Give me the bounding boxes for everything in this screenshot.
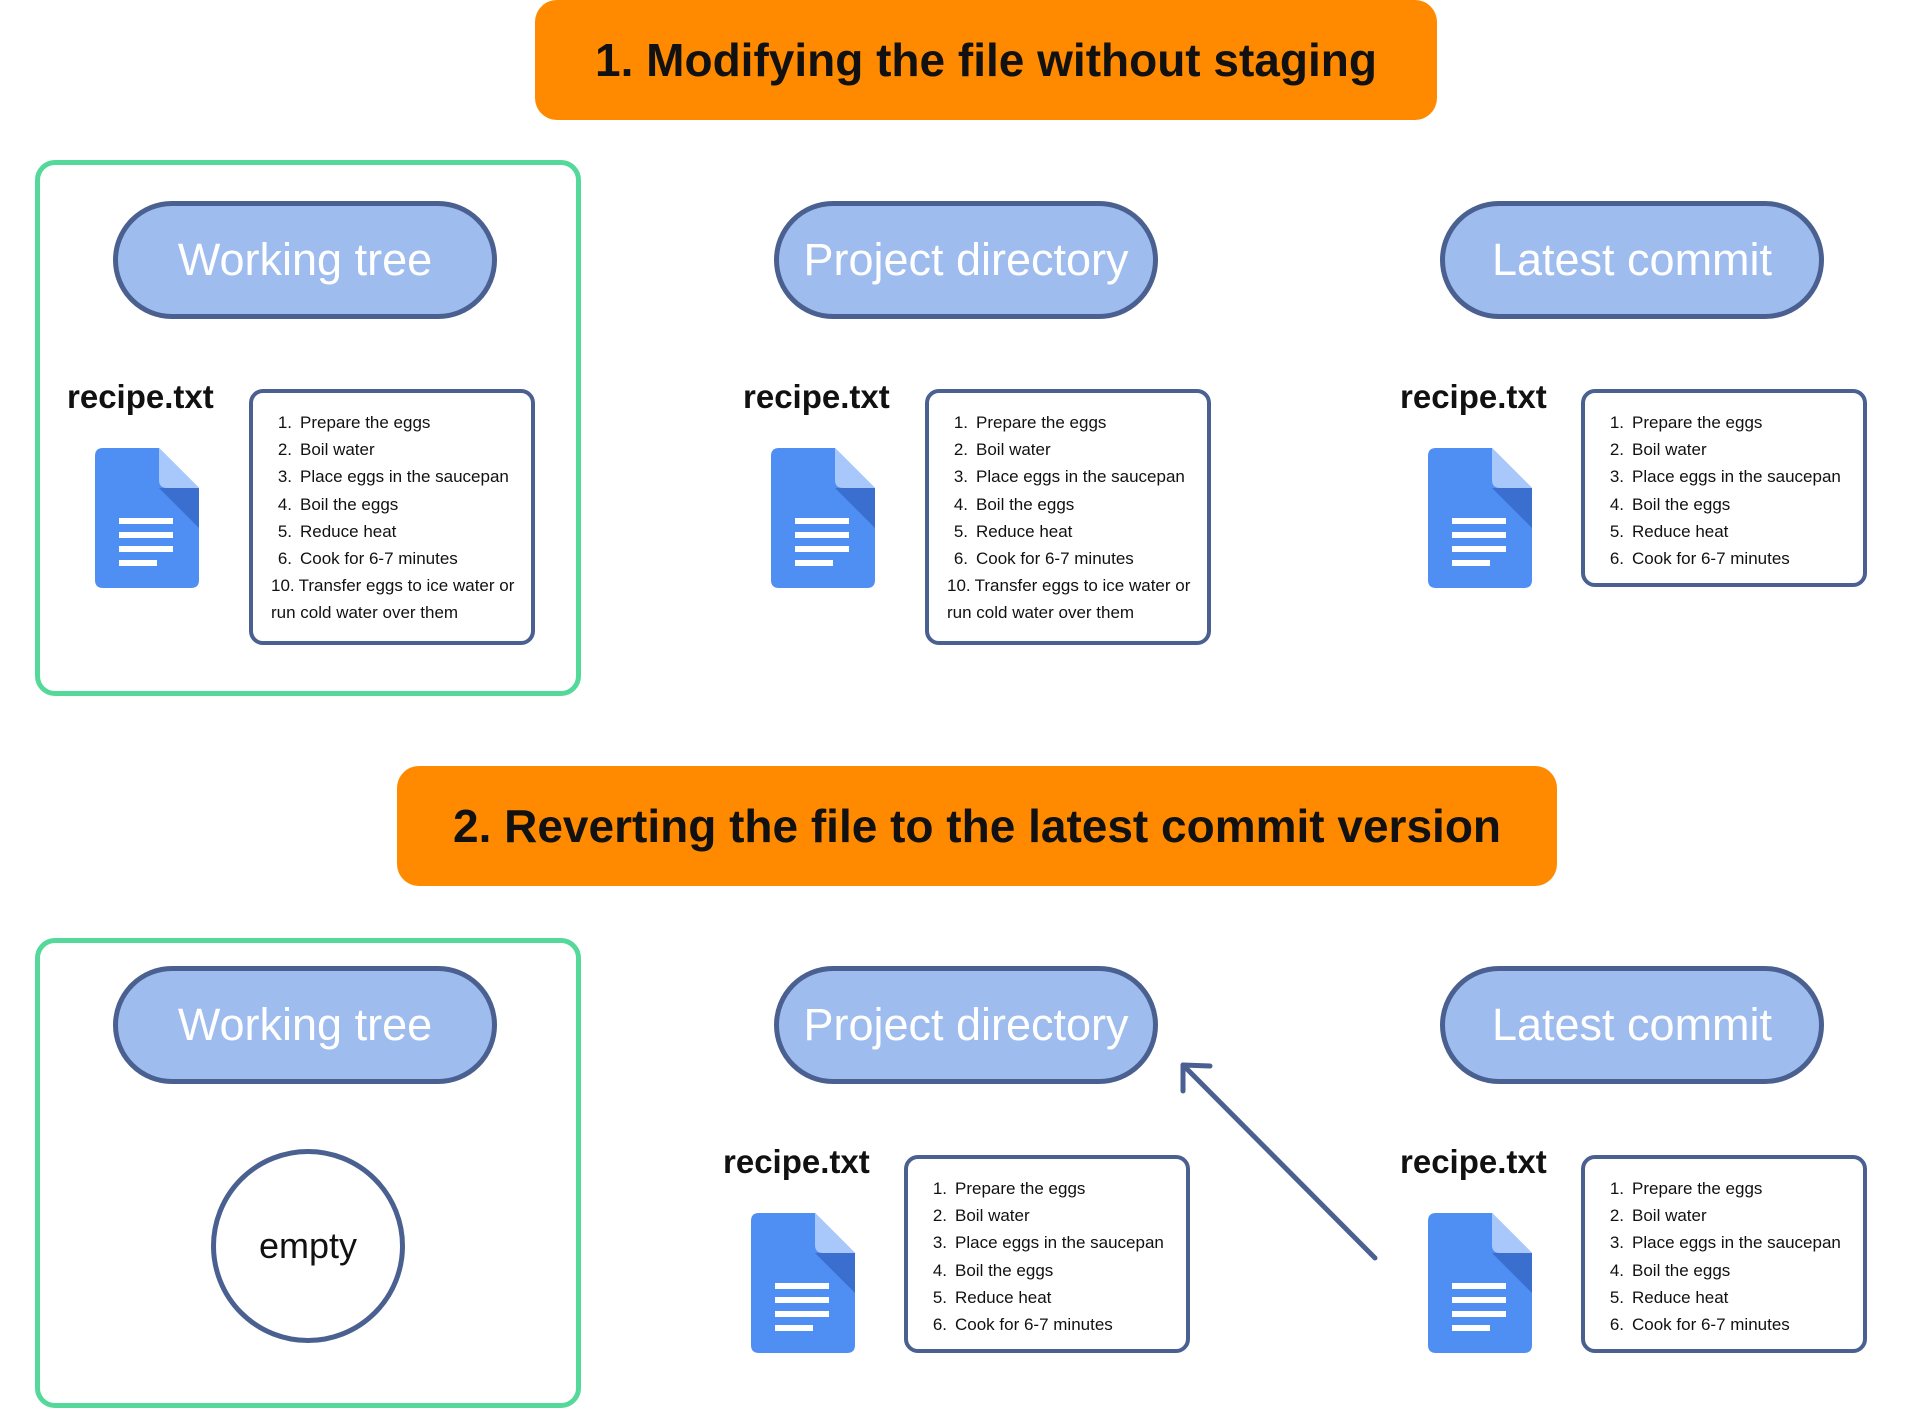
recipe-step: 10.Transfer eggs to ice water or run col…	[947, 576, 1191, 623]
section-2-banner: 2. Reverting the file to the latest comm…	[397, 766, 1557, 886]
recipe-step: 1.Prepare the eggs	[1609, 413, 1763, 432]
recipe-step: 6.Cook for 6-7 minutes	[932, 1315, 1113, 1335]
recipe-step: 4.Boil the eggs	[953, 494, 1075, 514]
recipe-step: 1.Prepare the eggs	[932, 1179, 1086, 1198]
latest-commit-label-2: Latest commit	[1440, 966, 1824, 1084]
recipe-step: 2.Boil water	[1609, 1206, 1707, 1226]
filename-latest-commit-2: recipe.txt	[1400, 1143, 1547, 1180]
recipe-contents-latest-commit-2: 1.Prepare the eggs 2.Boil water 3.Place …	[1581, 1155, 1867, 1353]
recipe-contents-project-directory-1: 1.Prepare the eggs 2.Boil water 3.Place …	[925, 389, 1211, 645]
recipe-contents-working-tree-1: 1.Prepare the eggs 2.Boil water 3.Place …	[249, 389, 535, 645]
recipe-step: 6.Cook for 6-7 minutes	[277, 549, 458, 569]
recipe-step: 2.Boil water	[1609, 440, 1707, 460]
project-directory-label-1: Project directory	[774, 201, 1158, 319]
recipe-step: 3.Place eggs in the saucepan	[953, 467, 1185, 487]
section-1-title: 1. Modifying the file without staging	[595, 34, 1377, 86]
filename-project-directory-2: recipe.txt	[723, 1143, 870, 1180]
recipe-step: 6.Cook for 6-7 minutes	[953, 549, 1134, 569]
recipe-step: 4.Boil the eggs	[1609, 1260, 1731, 1280]
project-directory-label-2: Project directory	[774, 966, 1158, 1084]
recipe-step: 1.Prepare the eggs	[953, 413, 1107, 432]
recipe-step: 3.Place eggs in the saucepan	[277, 467, 509, 487]
filename-working-tree-1: recipe.txt	[67, 378, 214, 415]
recipe-step: 1.Prepare the eggs	[277, 413, 431, 432]
document-icon	[95, 448, 199, 588]
recipe-step: 5.Reduce heat	[953, 521, 1073, 541]
working-tree-label-2: Working tree	[113, 966, 497, 1084]
recipe-step: 6.Cook for 6-7 minutes	[1609, 549, 1790, 569]
recipe-step: 5.Reduce heat	[1609, 1287, 1729, 1307]
recipe-step: 2.Boil water	[932, 1206, 1030, 1226]
working-tree-label-1: Working tree	[113, 201, 497, 319]
recipe-step: 3.Place eggs in the saucepan	[932, 1233, 1164, 1253]
recipe-step: 4.Boil the eggs	[277, 494, 399, 514]
recipe-step: 2.Boil water	[953, 440, 1051, 460]
recipe-contents-latest-commit-1: 1.Prepare the eggs 2.Boil water 3.Place …	[1581, 389, 1867, 587]
recipe-step: 6.Cook for 6-7 minutes	[1609, 1315, 1790, 1335]
recipe-step: 2.Boil water	[277, 440, 375, 460]
working-tree-highlight-frame-1	[35, 160, 581, 696]
section-1-banner: 1. Modifying the file without staging	[535, 0, 1437, 120]
document-icon	[1428, 1213, 1532, 1353]
filename-latest-commit-1: recipe.txt	[1400, 378, 1547, 415]
document-icon	[771, 448, 875, 588]
recipe-step: 5.Reduce heat	[277, 521, 397, 541]
recipe-step: 10.Transfer eggs to ice water or run col…	[271, 576, 515, 623]
latest-commit-label-1: Latest commit	[1440, 201, 1824, 319]
working-tree-highlight-frame-2	[35, 938, 581, 1408]
recipe-step: 3.Place eggs in the saucepan	[1609, 1233, 1841, 1253]
section-2-title: 2. Reverting the file to the latest comm…	[452, 800, 1502, 852]
recipe-step: 4.Boil the eggs	[1609, 494, 1731, 514]
recipe-step: 4.Boil the eggs	[932, 1260, 1054, 1280]
filename-project-directory-1: recipe.txt	[743, 378, 890, 415]
document-icon	[751, 1213, 855, 1353]
recipe-step: 3.Place eggs in the saucepan	[1609, 467, 1841, 487]
recipe-contents-project-directory-2: 1.Prepare the eggs 2.Boil water 3.Place …	[904, 1155, 1190, 1353]
recipe-step: 5.Reduce heat	[1609, 521, 1729, 541]
empty-indicator: empty	[211, 1149, 405, 1343]
recipe-step: 1.Prepare the eggs	[1609, 1179, 1763, 1198]
recipe-step: 5.Reduce heat	[932, 1287, 1052, 1307]
document-icon	[1428, 448, 1532, 588]
